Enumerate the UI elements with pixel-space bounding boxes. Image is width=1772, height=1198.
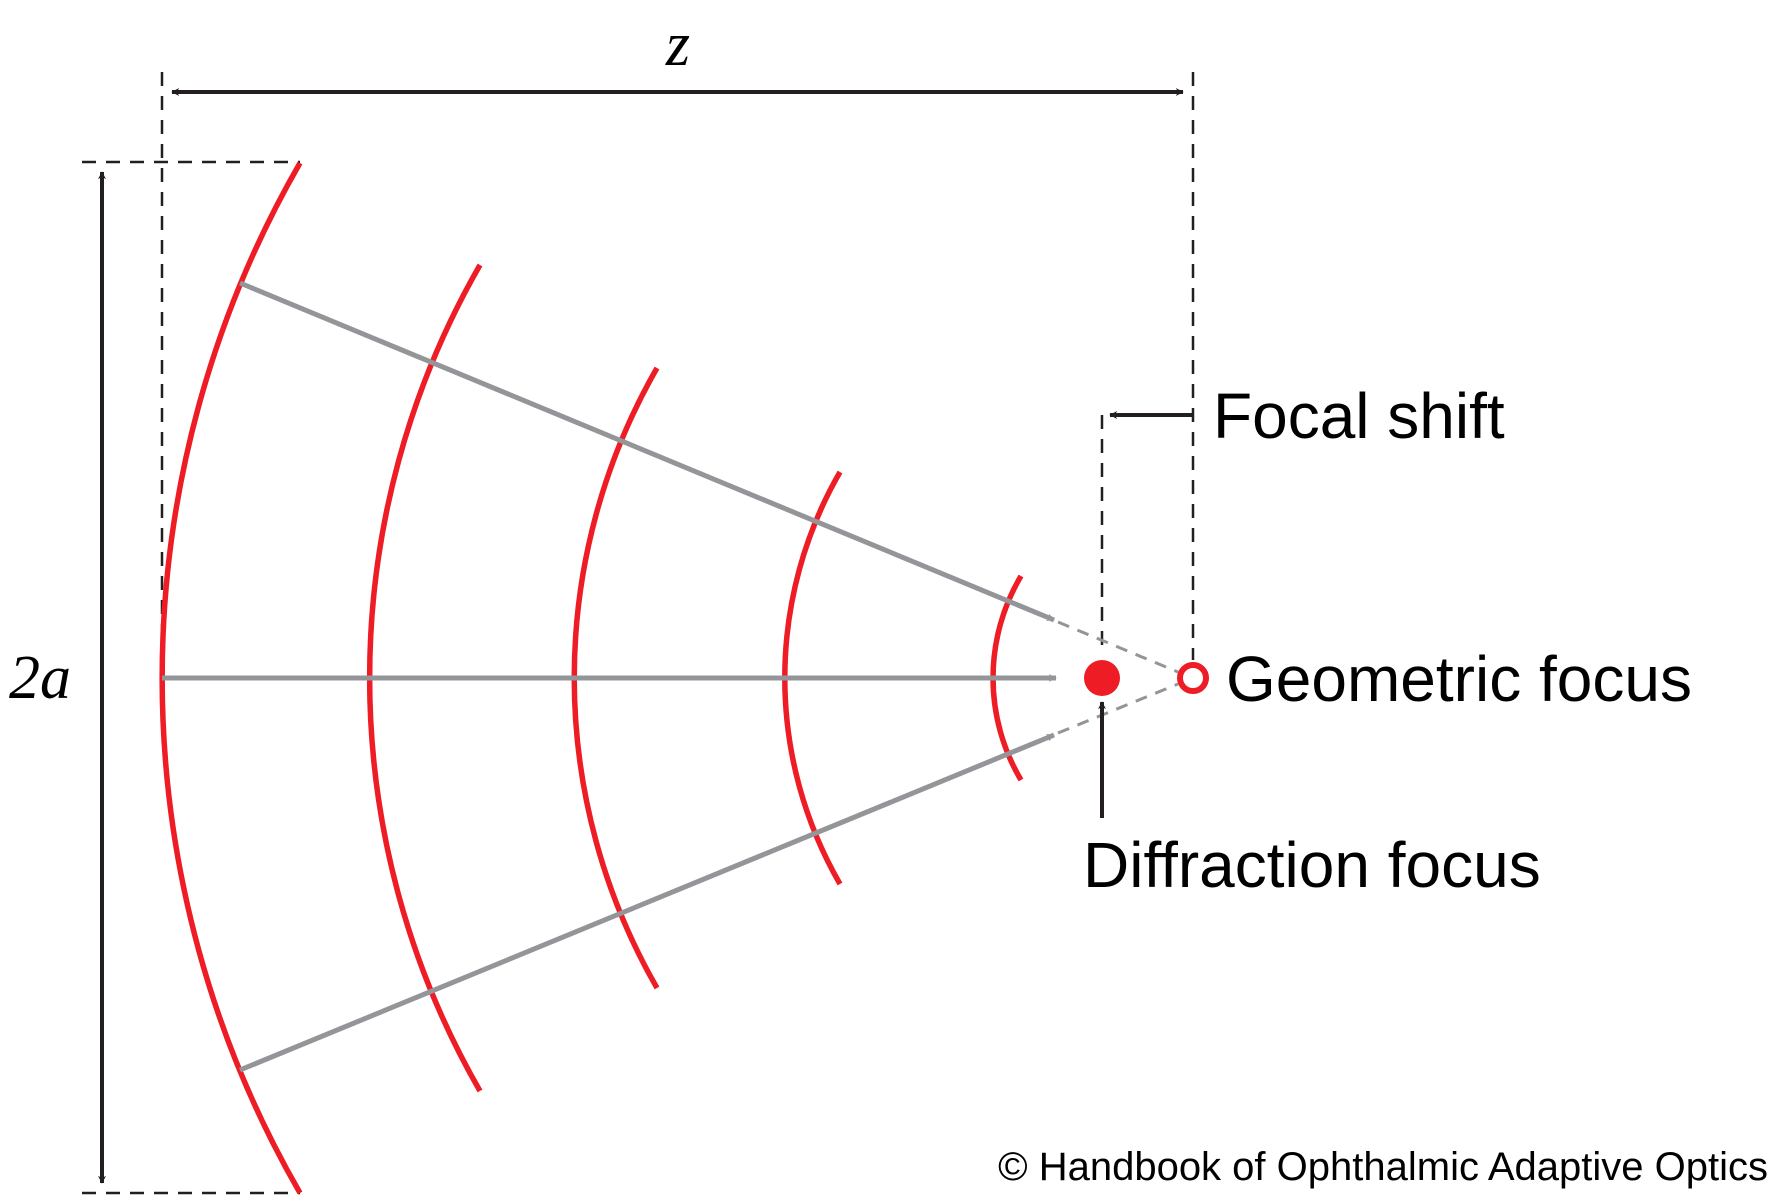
geometric-focus-label: Geometric focus — [1226, 643, 1692, 715]
diffraction-focus-label: Diffraction focus — [1083, 829, 1541, 901]
diffraction-focus-indicator: Diffraction focus — [1083, 701, 1541, 901]
aperture-dimension: 2a — [9, 171, 106, 1184]
ray-bottom — [239, 732, 1055, 1073]
ray-extensions — [1057, 620, 1179, 735]
diffraction-focus-dot — [1084, 660, 1120, 696]
copyright-text: © Handbook of Ophthalmic Adaptive Optics — [998, 1145, 1768, 1189]
ray-top-extension — [1057, 620, 1179, 674]
focal-shift-indicator: Focal shift — [1109, 380, 1505, 452]
focal-shift-label: Focal shift — [1213, 380, 1505, 452]
rays — [162, 280, 1057, 1073]
dashed-guides — [82, 72, 1195, 1195]
ray-top — [239, 280, 1055, 623]
z-label: z — [665, 11, 690, 79]
ray-bottom-extension — [1057, 682, 1179, 735]
geometric-focus-circle — [1177, 662, 1209, 694]
z-dimension: z — [171, 11, 1184, 96]
two-a-label: 2a — [9, 644, 71, 712]
